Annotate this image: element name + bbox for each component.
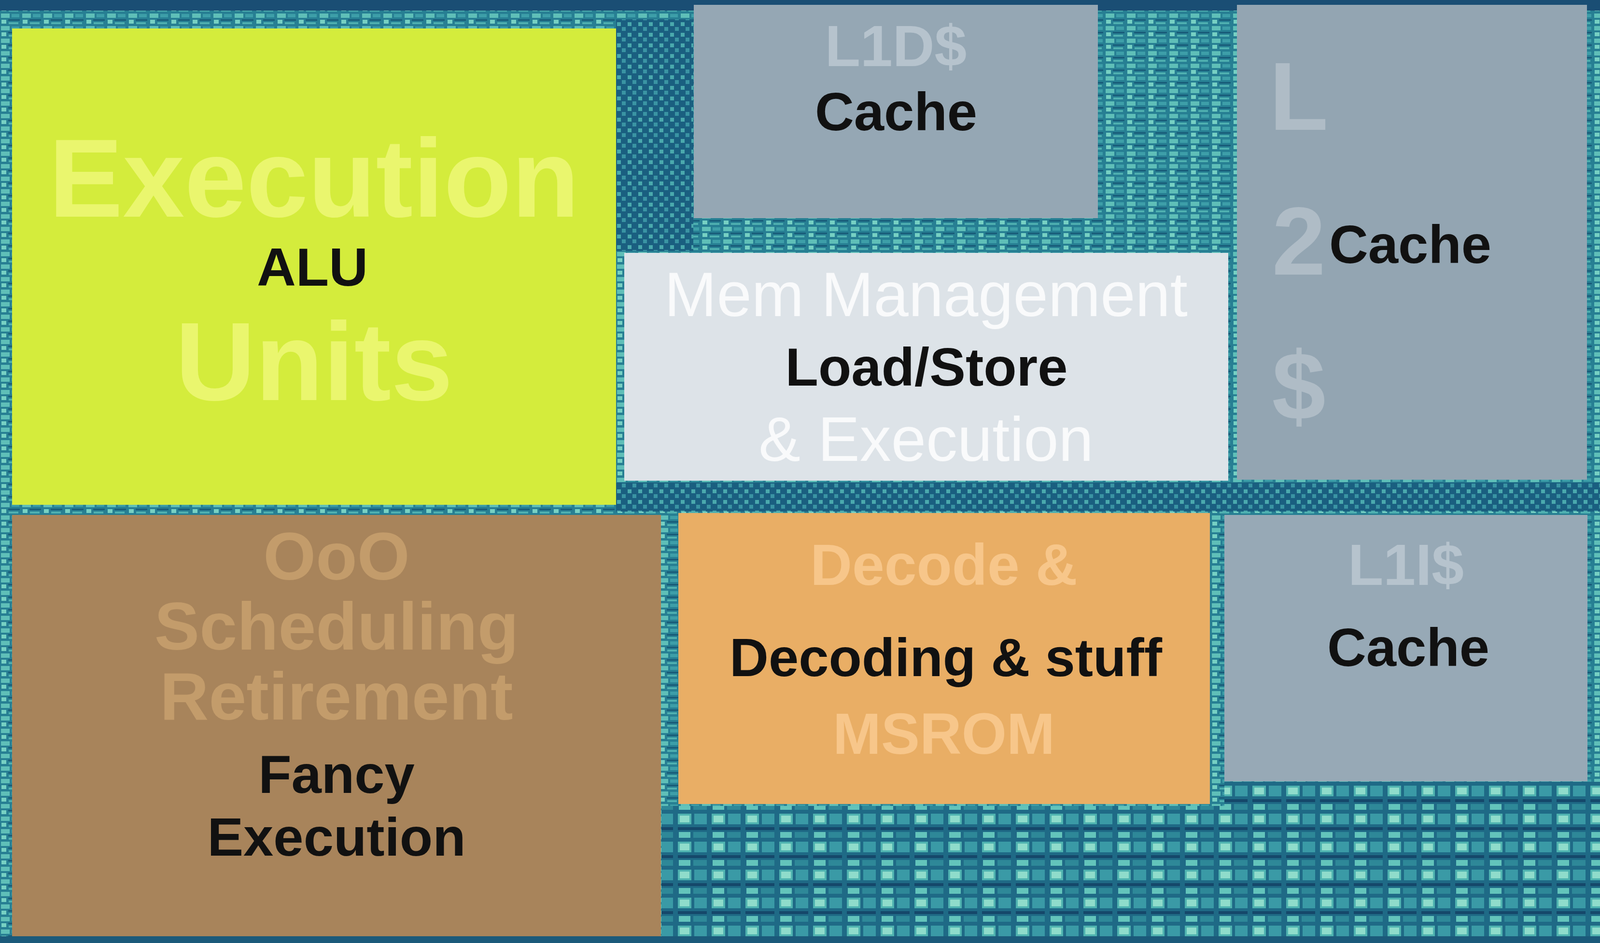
block-label: Cache [1327,616,1490,680]
block-label: Load/Store [785,336,1068,399]
watermark-label: L1I$ [1224,533,1588,597]
watermark-label: OoO Scheduling Retirement [138,521,535,732]
watermark-label: Execution Units [12,86,617,454]
watermark-label: Decode & MSROM [774,480,1113,819]
watermark-label: L1D$ [693,14,1098,78]
watermark-label: L2$ [1250,24,1348,459]
block-label: Cache [1329,213,1492,277]
watermark-label: Mem Management & Execution [648,222,1204,512]
block-label: ALU [256,236,368,299]
block-label: Fancy Execution [186,743,487,870]
block-label: Decoding & stuff [729,626,1163,690]
block-label: Cache [814,80,978,144]
chip-block: ALU [12,28,617,506]
